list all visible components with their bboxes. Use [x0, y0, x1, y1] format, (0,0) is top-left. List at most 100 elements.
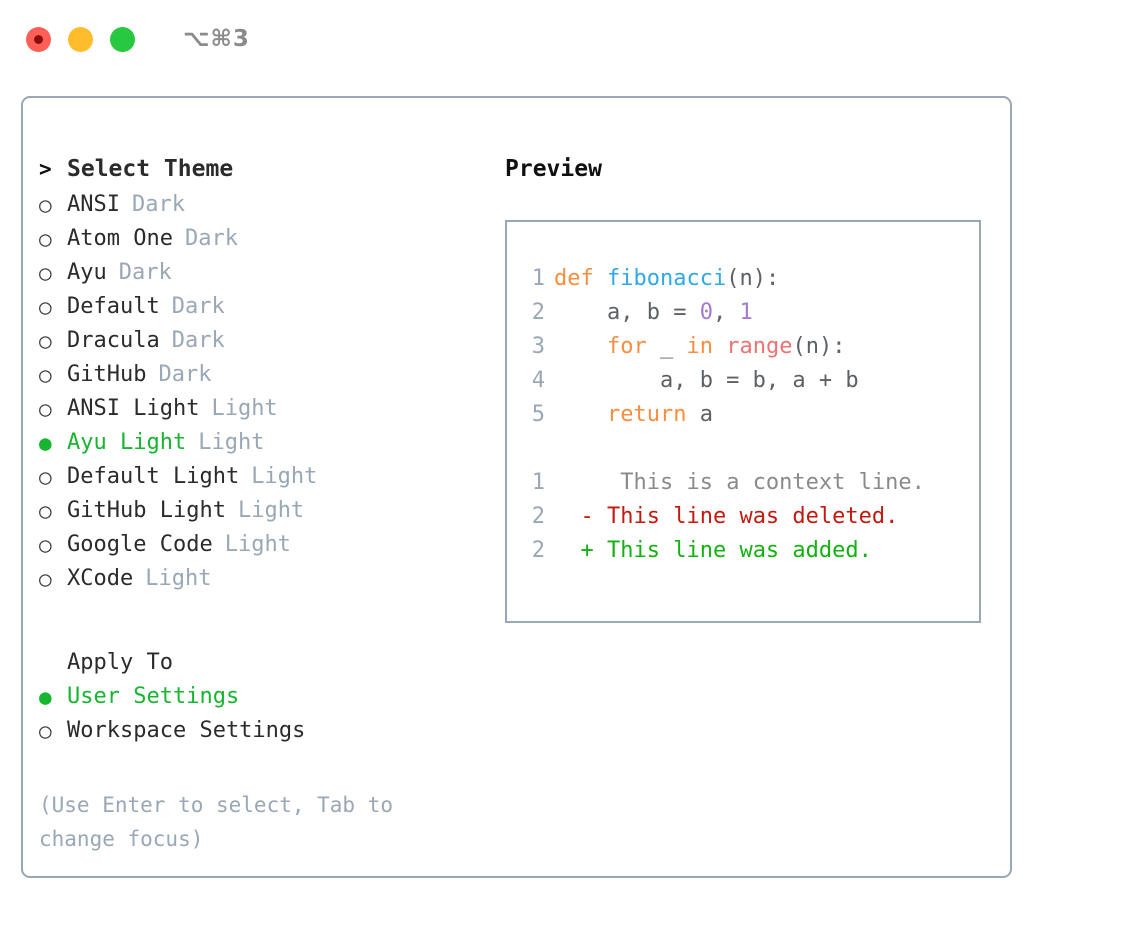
apply-to-option-label: Workspace Settings: [67, 718, 306, 743]
code-token: def: [554, 266, 607, 291]
apply-to-list: ● User Settings ○ Workspace Settings: [39, 680, 493, 748]
select-theme-heading: > Select Theme: [39, 150, 493, 188]
code-token: 1: [739, 300, 753, 325]
radio-unselected-icon: ○: [39, 533, 52, 557]
code-line-number: 1: [531, 266, 545, 291]
theme-item-label: Google Code: [67, 532, 213, 557]
code-line-number: 3: [531, 334, 545, 359]
diff-sign: [554, 470, 594, 495]
code-line-number: 2: [531, 300, 545, 325]
theme-item-label: Atom One: [67, 226, 173, 251]
theme-list-item[interactable]: ○ ANSI Dark: [39, 188, 493, 222]
code-token: return: [606, 402, 687, 427]
minimize-window-button[interactable]: [68, 26, 93, 52]
diff-text: This line was added.: [593, 538, 872, 563]
apply-to-option[interactable]: ● User Settings: [39, 680, 493, 714]
theme-item-label: Dracula: [67, 328, 160, 353]
radio-unselected-icon: ○: [39, 261, 52, 285]
theme-item-variant-tag: Dark: [184, 226, 238, 251]
code-token: in: [686, 334, 713, 359]
diff-line-number: 2: [531, 538, 545, 563]
code-line-number: 4: [531, 368, 545, 393]
diff-text: This line was deleted.: [593, 504, 899, 529]
code-token: a, b = b, a + b: [554, 368, 859, 393]
title-bar: ⌥⌘3: [0, 0, 1140, 78]
radio-unselected-icon: ○: [39, 227, 52, 251]
radio-unselected-icon: ○: [39, 719, 52, 743]
code-token: [713, 334, 726, 359]
maximize-window-button[interactable]: [110, 26, 135, 52]
code-token: for: [606, 334, 647, 359]
diff-line: 2 - This line was deleted.: [521, 500, 979, 534]
theme-item-variant-tag: Light: [145, 566, 212, 591]
diff-line-number: 1: [531, 470, 545, 495]
keyboard-shortcut-label: ⌥⌘3: [183, 26, 250, 52]
diff-line-number: 2: [531, 504, 545, 529]
prompt-caret-icon: >: [39, 157, 52, 181]
theme-item-label: GitHub: [67, 362, 147, 387]
theme-item-variant-tag: Dark: [118, 260, 172, 285]
theme-list-item[interactable]: ○ Dracula Dark: [39, 324, 493, 358]
theme-item-variant-tag: Dark: [131, 192, 185, 217]
preview-spacer: [521, 432, 979, 466]
recording-indicator-icon: [34, 34, 43, 44]
code-line: 4 a, b = b, a + b: [521, 364, 979, 398]
radio-unselected-icon: ○: [39, 567, 52, 591]
code-token: [554, 402, 607, 427]
theme-list-item[interactable]: ○ XCode Light: [39, 562, 493, 596]
theme-item-variant-tag: Dark: [171, 294, 225, 319]
apply-to-heading: Apply To: [39, 646, 493, 680]
radio-unselected-icon: ○: [39, 397, 52, 421]
diff-line: 2 + This line was added.: [521, 534, 979, 568]
diff-line: 1 This is a context line.: [521, 466, 979, 500]
code-line: 2 a, b = 0, 1: [521, 296, 979, 330]
window-controls: [26, 26, 135, 52]
theme-list-item[interactable]: ○ GitHub Dark: [39, 358, 493, 392]
theme-list-item[interactable]: ○ Google Code Light: [39, 528, 493, 562]
theme-item-variant-tag: Light: [224, 532, 291, 557]
theme-item-label: Default Light: [67, 464, 240, 489]
code-token: 0: [699, 300, 713, 325]
code-token: a: [686, 402, 713, 427]
theme-list-item[interactable]: ○ Atom One Dark: [39, 222, 493, 256]
apply-to-spacer-icon: [39, 646, 67, 680]
apply-to-heading-label: Apply To: [67, 650, 173, 675]
apply-to-section: Apply To ● User Settings ○ Workspace Settin…: [39, 646, 493, 748]
close-window-button[interactable]: [26, 26, 51, 52]
theme-item-label: Ayu Light: [67, 430, 187, 455]
radio-unselected-icon: ○: [39, 193, 52, 217]
code-token: fibonacci: [606, 266, 727, 291]
code-line-number: 5: [531, 402, 545, 427]
diff-sign: +: [554, 538, 594, 563]
code-token: a, b =: [554, 300, 700, 325]
keyboard-hint-text: (Use Enter to select, Tab to change focu…: [39, 793, 406, 851]
radio-unselected-icon: ○: [39, 363, 52, 387]
code-line: 5 return a: [521, 398, 979, 432]
code-token: (n):: [792, 334, 846, 359]
apply-to-option-label: User Settings: [67, 684, 240, 709]
theme-item-label: Default: [67, 294, 160, 319]
theme-item-variant-tag: Dark: [158, 362, 212, 387]
radio-unselected-icon: ○: [39, 329, 52, 353]
theme-item-label: XCode: [67, 566, 134, 591]
apply-to-option[interactable]: ○ Workspace Settings: [39, 714, 493, 748]
select-theme-heading-label: Select Theme: [67, 156, 234, 182]
radio-selected-icon: ●: [39, 431, 52, 455]
code-token: ,: [712, 300, 740, 325]
diff-sample: 1 This is a context line.2 - This line w…: [521, 466, 979, 568]
theme-item-label: ANSI: [67, 192, 120, 217]
theme-item-variant-tag: Light: [211, 396, 278, 421]
theme-item-variant-tag: Dark: [171, 328, 225, 353]
radio-selected-icon: ●: [39, 685, 52, 709]
